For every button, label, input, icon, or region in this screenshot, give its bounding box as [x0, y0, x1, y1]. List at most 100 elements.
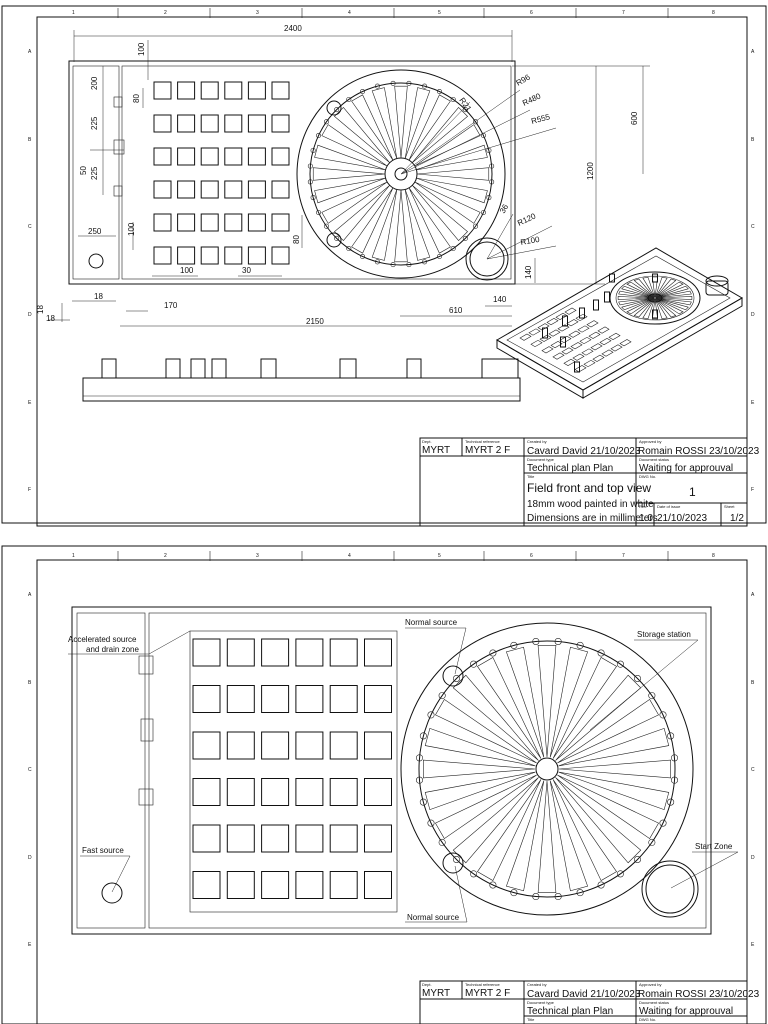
ring-notch [310, 195, 316, 201]
board-plan-outer [71, 606, 712, 935]
iso-cell [559, 335, 572, 343]
storage-square [364, 824, 392, 853]
ring-notch [323, 223, 329, 229]
normal-source-top [326, 100, 342, 116]
hinge-group [113, 96, 125, 197]
spoke [394, 85, 408, 159]
storage-square [247, 180, 266, 199]
tb1-status: Waiting for approuval [639, 463, 733, 474]
column-marker: 7 [622, 10, 625, 16]
iso-board-end [582, 297, 743, 399]
main-zone [121, 65, 512, 280]
spoke [371, 189, 398, 261]
tb2-status-label: Document status [639, 1000, 669, 1005]
storage-square [295, 824, 324, 853]
iso-cell [583, 359, 596, 368]
outer-ring-2 [400, 622, 694, 916]
spoke [558, 759, 671, 779]
ring-notch [436, 89, 442, 95]
spoke [633, 278, 655, 298]
front-view-peg [101, 358, 117, 379]
iso-cell [530, 339, 543, 348]
wheel-spokes-2 [423, 645, 671, 893]
storage-square [271, 114, 290, 133]
storage-square [177, 213, 196, 232]
spoke [655, 297, 692, 306]
dim-100a: 100 [127, 222, 136, 236]
tb2-created: Cavard David 21/10/2023 [527, 989, 641, 1000]
iso-cell [590, 343, 603, 351]
row-marker: F [28, 487, 31, 493]
spoke [505, 780, 545, 892]
spoke [555, 777, 642, 864]
spoke [633, 298, 655, 318]
storage-square [153, 147, 172, 166]
inner-ring-2 [418, 640, 676, 898]
sheet-1-inner-frame [36, 16, 748, 527]
tb1-doctype: Technical plan Plan [527, 463, 613, 474]
spoke [314, 144, 386, 171]
dimension-texts: 2400 100 200 225 50 225 80 250 100 80 10… [36, 24, 639, 326]
storage-square [329, 824, 358, 853]
spoke [654, 298, 668, 320]
ring-notch [307, 179, 313, 185]
iso-cell [599, 338, 612, 346]
tb1-date: 21/10/2023 [657, 513, 707, 524]
front-view-peg [211, 358, 227, 379]
storage-square [329, 731, 358, 760]
dim-140b: 140 [524, 265, 533, 279]
dim-200: 200 [90, 76, 99, 90]
tb1-status-label: Document status [639, 457, 669, 462]
ring-notch [334, 235, 340, 241]
ring-notch [346, 246, 352, 252]
ring-notch [438, 692, 446, 700]
storage-square [261, 685, 290, 713]
iso-storage-cells [519, 307, 632, 373]
spoke [621, 285, 655, 299]
spoke [334, 185, 390, 241]
fast-source-hole [88, 253, 104, 269]
front-view [82, 358, 521, 402]
storage-square [226, 685, 255, 713]
storage-square [364, 778, 392, 806]
outer-ring [296, 69, 506, 279]
storage-square [192, 638, 221, 667]
tb1-sheet-label: Sheet [724, 504, 735, 509]
dim-r96: R96 [515, 72, 533, 87]
spoke [477, 657, 542, 759]
storage-square [226, 778, 255, 806]
row-marker: A [751, 49, 755, 55]
ring-notch [427, 711, 435, 719]
dim-r100: R100 [520, 235, 541, 247]
spoke [416, 177, 488, 204]
front-view-peg [190, 358, 206, 379]
ring-notch [452, 856, 460, 864]
column-marker: 4 [348, 10, 351, 16]
iso-cell [566, 319, 579, 327]
normal-source-top-2 [442, 665, 464, 687]
iso-cell [561, 347, 574, 355]
spoke [642, 276, 656, 298]
iso-cell [588, 331, 601, 339]
row-marker: E [28, 400, 32, 406]
storage-square [200, 246, 219, 265]
row-marker: A [28, 49, 32, 55]
storage-square [153, 180, 172, 199]
title-block-2: Dept. MYRT Technical reference MYRT 2 F … [419, 980, 760, 1024]
ring-notch [462, 235, 468, 241]
tb2-techref: MYRT 2 F [465, 988, 510, 999]
iso-cell [568, 330, 581, 338]
ring-notch [415, 754, 423, 762]
sheet-2-outer-frame [1, 545, 767, 1024]
storage-square [364, 871, 392, 899]
spoke [655, 298, 677, 318]
tb1-title-label: Title [527, 474, 535, 479]
storage-square [224, 81, 243, 100]
iso-peg [579, 307, 585, 319]
label-normal-source-bottom: Normal source [407, 913, 460, 922]
ring-notch [462, 107, 468, 113]
spoke [654, 276, 668, 298]
spoke [435, 699, 537, 764]
tb2-techref-label: Technical reference [465, 982, 500, 987]
